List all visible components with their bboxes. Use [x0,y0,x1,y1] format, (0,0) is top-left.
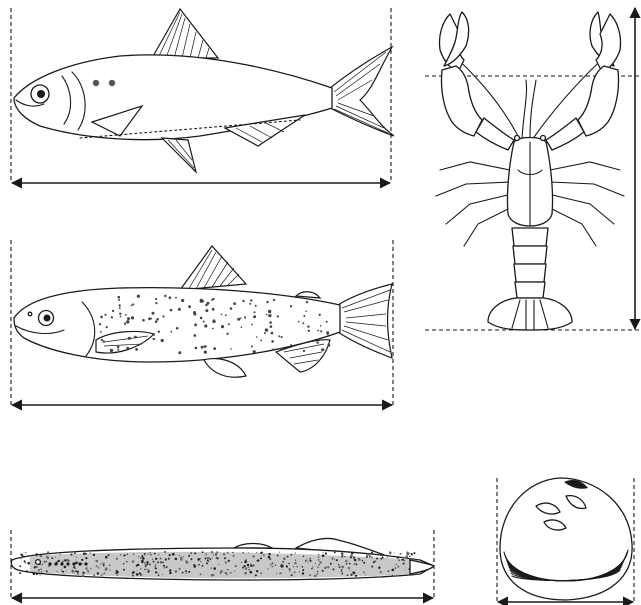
crayfish-icon [425,8,641,330]
fish-herring-icon [11,8,394,183]
lamprey-icon [11,530,434,598]
fish-trout-icon [11,240,393,405]
clam-icon [497,478,634,602]
